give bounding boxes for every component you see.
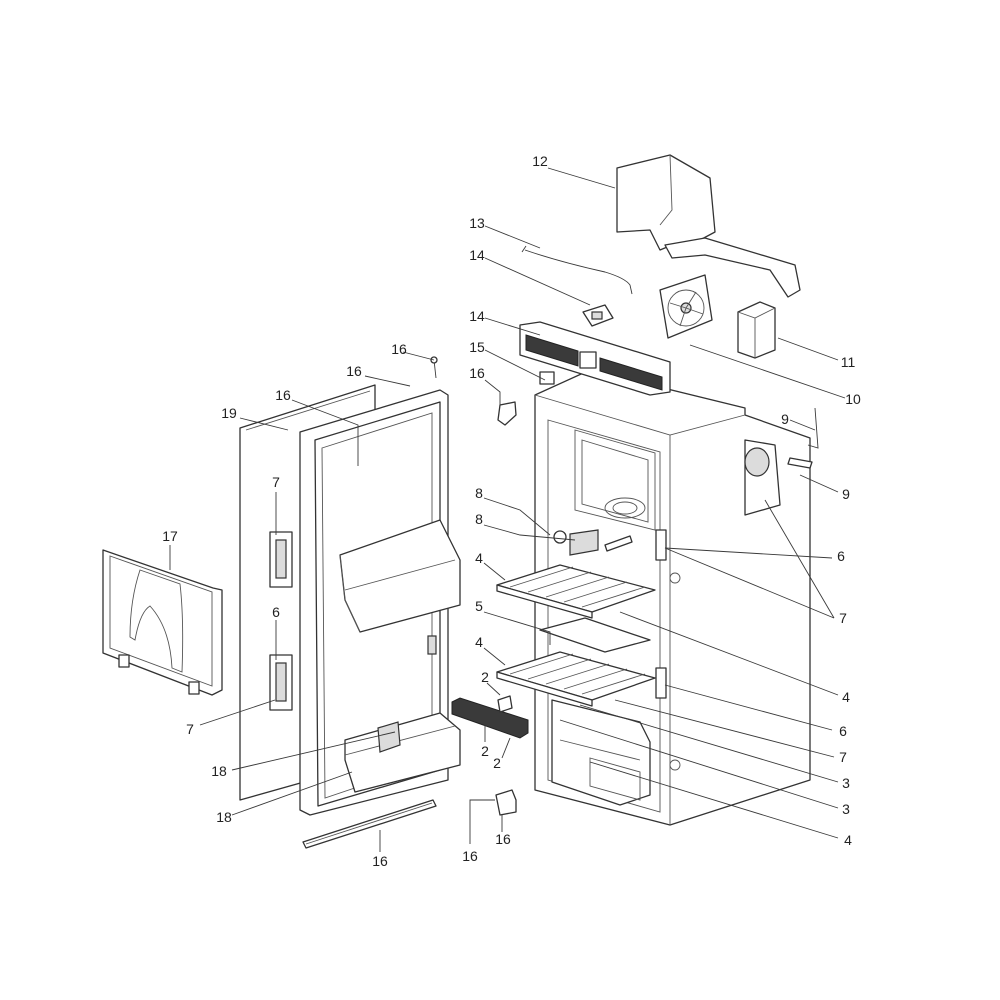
callout-2: 2 xyxy=(493,755,501,771)
callout-16: 16 xyxy=(495,831,511,847)
callout-16: 16 xyxy=(275,387,291,403)
part-glass-shelf xyxy=(539,617,651,653)
callout-labels: 12 13 14 14 15 16 16 16 16 16 16 16 19 1… xyxy=(162,153,861,869)
callout-4: 4 xyxy=(475,634,483,650)
leader-lines xyxy=(169,167,846,852)
callout-6: 6 xyxy=(839,723,847,739)
callout-14: 14 xyxy=(469,308,485,324)
callout-2: 2 xyxy=(481,743,489,759)
callout-16: 16 xyxy=(462,848,478,864)
callout-16: 16 xyxy=(469,365,485,381)
callout-4: 4 xyxy=(475,550,483,566)
callout-6: 6 xyxy=(272,604,280,620)
part-mounting-bracket-top xyxy=(539,371,555,385)
callout-7: 7 xyxy=(186,721,194,737)
callout-3: 3 xyxy=(842,775,850,791)
part-freezer-flap xyxy=(102,549,223,696)
callout-17: 17 xyxy=(162,528,178,544)
callout-4: 4 xyxy=(842,689,850,705)
part-door-handle xyxy=(451,695,529,739)
callout-9: 9 xyxy=(842,486,850,502)
callout-11: 11 xyxy=(841,354,856,370)
callout-9: 9 xyxy=(781,411,789,427)
part-control-board xyxy=(582,304,614,327)
callout-18: 18 xyxy=(216,809,232,825)
part-control-panel xyxy=(519,321,671,396)
part-fan xyxy=(659,274,713,339)
callout-7: 7 xyxy=(839,610,847,626)
callout-14: 14 xyxy=(469,247,485,263)
callout-18: 18 xyxy=(211,763,227,779)
callout-13: 13 xyxy=(469,215,485,231)
callout-10: 10 xyxy=(845,391,861,407)
part-wire-shelf-lower xyxy=(496,651,656,707)
part-cabinet-body xyxy=(534,369,811,826)
callout-19: 19 xyxy=(221,405,237,421)
callout-2: 2 xyxy=(481,669,489,685)
callout-7: 7 xyxy=(839,749,847,765)
callout-4: 4 xyxy=(844,832,852,848)
part-thermostat-probe xyxy=(787,407,819,469)
part-door-frame xyxy=(269,389,461,816)
part-rear-cover xyxy=(616,154,801,298)
callout-15: 15 xyxy=(469,339,485,355)
callout-16: 16 xyxy=(372,853,388,869)
callout-8: 8 xyxy=(475,485,483,501)
callout-3: 3 xyxy=(842,801,850,817)
callout-5: 5 xyxy=(475,598,483,614)
callout-7: 7 xyxy=(272,474,280,490)
part-sensor-cable xyxy=(521,245,633,295)
part-top-hinge xyxy=(430,356,517,426)
callout-12: 12 xyxy=(532,153,548,169)
callout-8: 8 xyxy=(475,511,483,527)
part-kick-plate xyxy=(302,799,437,849)
callout-6: 6 xyxy=(837,548,845,564)
part-wire-shelf-upper xyxy=(496,564,656,619)
callout-16: 16 xyxy=(346,363,362,379)
part-light-cover xyxy=(553,529,633,556)
part-electronic-module xyxy=(737,301,776,359)
callout-16: 16 xyxy=(391,341,407,357)
part-bottom-hinge xyxy=(495,789,517,816)
